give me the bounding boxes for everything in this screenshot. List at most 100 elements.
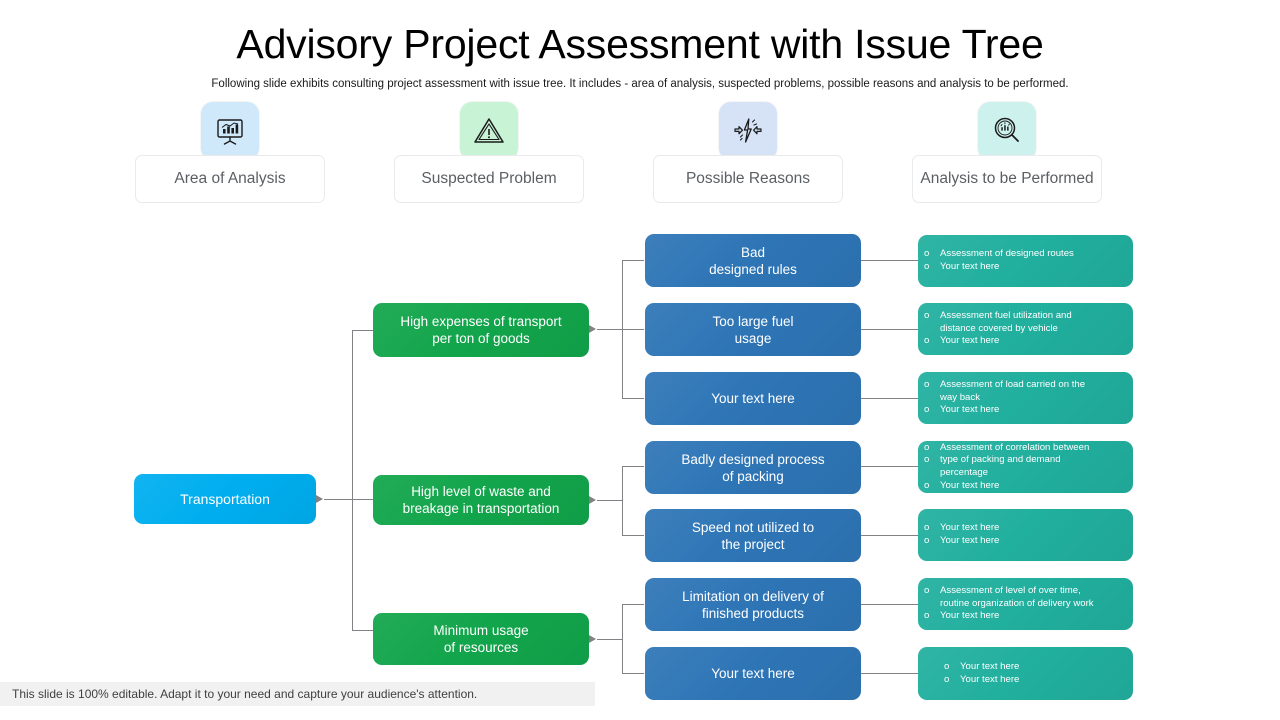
reason-node-3[interactable]: Your text here — [645, 372, 861, 425]
presentation-chart-icon — [201, 102, 259, 160]
analysis-node-4-list: Assessment of correlation between type o… — [918, 442, 1133, 492]
reason-node-7-label: Your text here — [711, 666, 795, 681]
list-item: Assessment of correlation between — [924, 442, 1123, 455]
column-header-analysis-to-be-performed[interactable]: Analysis to be Performed — [912, 102, 1102, 203]
column-header-possible-reasons[interactable]: Possible Reasons — [653, 102, 843, 203]
arrow-to-root — [316, 495, 323, 503]
warning-triangle-icon — [460, 102, 518, 160]
arrow-to-problem-2 — [589, 496, 596, 504]
list-item: Assessment of designed routes — [924, 248, 1123, 261]
connector-reason-3 — [622, 398, 644, 399]
list-item: Your text here — [924, 535, 1123, 548]
analysis-node-6-list: Assessment of level of over time, routin… — [918, 585, 1133, 623]
list-item: Your text here — [944, 661, 1123, 674]
column-header-area-of-analysis[interactable]: Area of Analysis — [135, 102, 325, 203]
list-item-cont: percentage — [940, 467, 989, 478]
analysis-node-3-list: Assessment of load carried on the way ba… — [918, 379, 1133, 417]
magnifier-chart-icon — [978, 102, 1036, 160]
list-item-cont: way back — [940, 391, 980, 403]
column-label-text: Area of Analysis — [174, 170, 286, 187]
connector-reason-4-analysis — [861, 466, 918, 467]
page-title: Advisory Project Assessment with Issue T… — [236, 21, 1044, 67]
connector-reason-6-analysis — [861, 604, 918, 605]
list-item: Assessment of level of over time, — [924, 585, 1123, 598]
connector-reason-1-analysis — [861, 260, 918, 261]
arrow-to-problem-3 — [589, 635, 596, 643]
root-node-transportation[interactable]: Transportation — [134, 474, 316, 524]
reason-node-3-label: Your text here — [711, 391, 795, 406]
page-subtitle: Following slide exhibits consulting proj… — [211, 78, 1069, 90]
analysis-node-6[interactable]: Assessment of level of over time, routin… — [918, 578, 1133, 630]
list-item: Your text here — [924, 335, 1123, 348]
connector-trunk-to-problem-3 — [352, 630, 374, 631]
list-item: Your text here — [924, 404, 1123, 417]
list-item: Your text here — [924, 522, 1123, 535]
footer-note-text: This slide is 100% editable. Adapt it to… — [12, 687, 478, 701]
connector-reason-2 — [622, 329, 644, 330]
connector-group-1-to-problem — [597, 329, 622, 330]
list-item: Assessment fuel utilization and — [924, 310, 1123, 323]
column-label-text: Suspected Problem — [421, 170, 557, 187]
footer-note-bar: This slide is 100% editable. Adapt it to… — [0, 682, 595, 706]
list-item: Your text here — [924, 610, 1123, 623]
connector-reason-7-analysis — [861, 673, 918, 674]
analysis-node-2[interactable]: Assessment fuel utilization and distance… — [918, 303, 1133, 355]
reason-node-7[interactable]: Your text here — [645, 647, 861, 700]
analysis-node-5[interactable]: Your text here Your text here — [918, 509, 1133, 561]
column-header-suspected-problem[interactable]: Suspected Problem — [394, 102, 584, 203]
column-label-box: Suspected Problem — [394, 155, 584, 203]
analysis-node-5-list: Your text here Your text here — [918, 522, 1133, 547]
column-label-box: Area of Analysis — [135, 155, 325, 203]
column-label-box: Analysis to be Performed — [912, 155, 1102, 203]
column-label-text: Analysis to be Performed — [920, 170, 1094, 187]
connector-bracket-group-3 — [622, 604, 623, 673]
connector-bracket-group-2 — [622, 466, 623, 535]
column-label-text: Possible Reasons — [685, 170, 811, 187]
analysis-node-7-list: Your text here Your text here — [918, 661, 1133, 686]
connector-reason-5-analysis — [861, 535, 918, 536]
analysis-node-4[interactable]: Assessment of correlation between type o… — [918, 441, 1133, 493]
arrow-to-problem-1 — [589, 325, 596, 333]
impact-arrows-icon — [719, 102, 777, 160]
analysis-node-2-list: Assessment fuel utilization and distance… — [918, 310, 1133, 348]
connector-reason-1 — [622, 260, 644, 261]
analysis-node-1-list: Assessment of designed routes Your text … — [918, 248, 1133, 273]
list-item: Your text here — [944, 674, 1123, 687]
connector-trunk-to-problem-1 — [352, 330, 374, 331]
list-item: Your text here — [924, 480, 1123, 493]
analysis-node-1[interactable]: Assessment of designed routes Your text … — [918, 235, 1133, 287]
connector-reason-7 — [622, 673, 644, 674]
connector-reason-2-analysis — [861, 329, 918, 330]
connector-trunk-to-problem-2 — [324, 499, 374, 500]
analysis-node-3[interactable]: Assessment of load carried on the way ba… — [918, 372, 1133, 424]
connector-group-3-to-problem — [597, 639, 622, 640]
list-item: Your text here — [924, 261, 1123, 274]
connector-reason-4 — [622, 466, 644, 467]
connector-trunk-vertical — [352, 330, 353, 630]
column-label-box: Possible Reasons — [653, 155, 843, 203]
root-node-label: Transportation — [180, 491, 270, 507]
connector-reason-3-analysis — [861, 398, 918, 399]
list-item: Assessment of load carried on the — [924, 379, 1123, 392]
list-item-cont: distance covered by vehicle — [940, 322, 1058, 334]
connector-reason-5 — [622, 535, 644, 536]
connector-reason-6 — [622, 604, 644, 605]
analysis-node-7[interactable]: Your text here Your text here — [918, 647, 1133, 700]
